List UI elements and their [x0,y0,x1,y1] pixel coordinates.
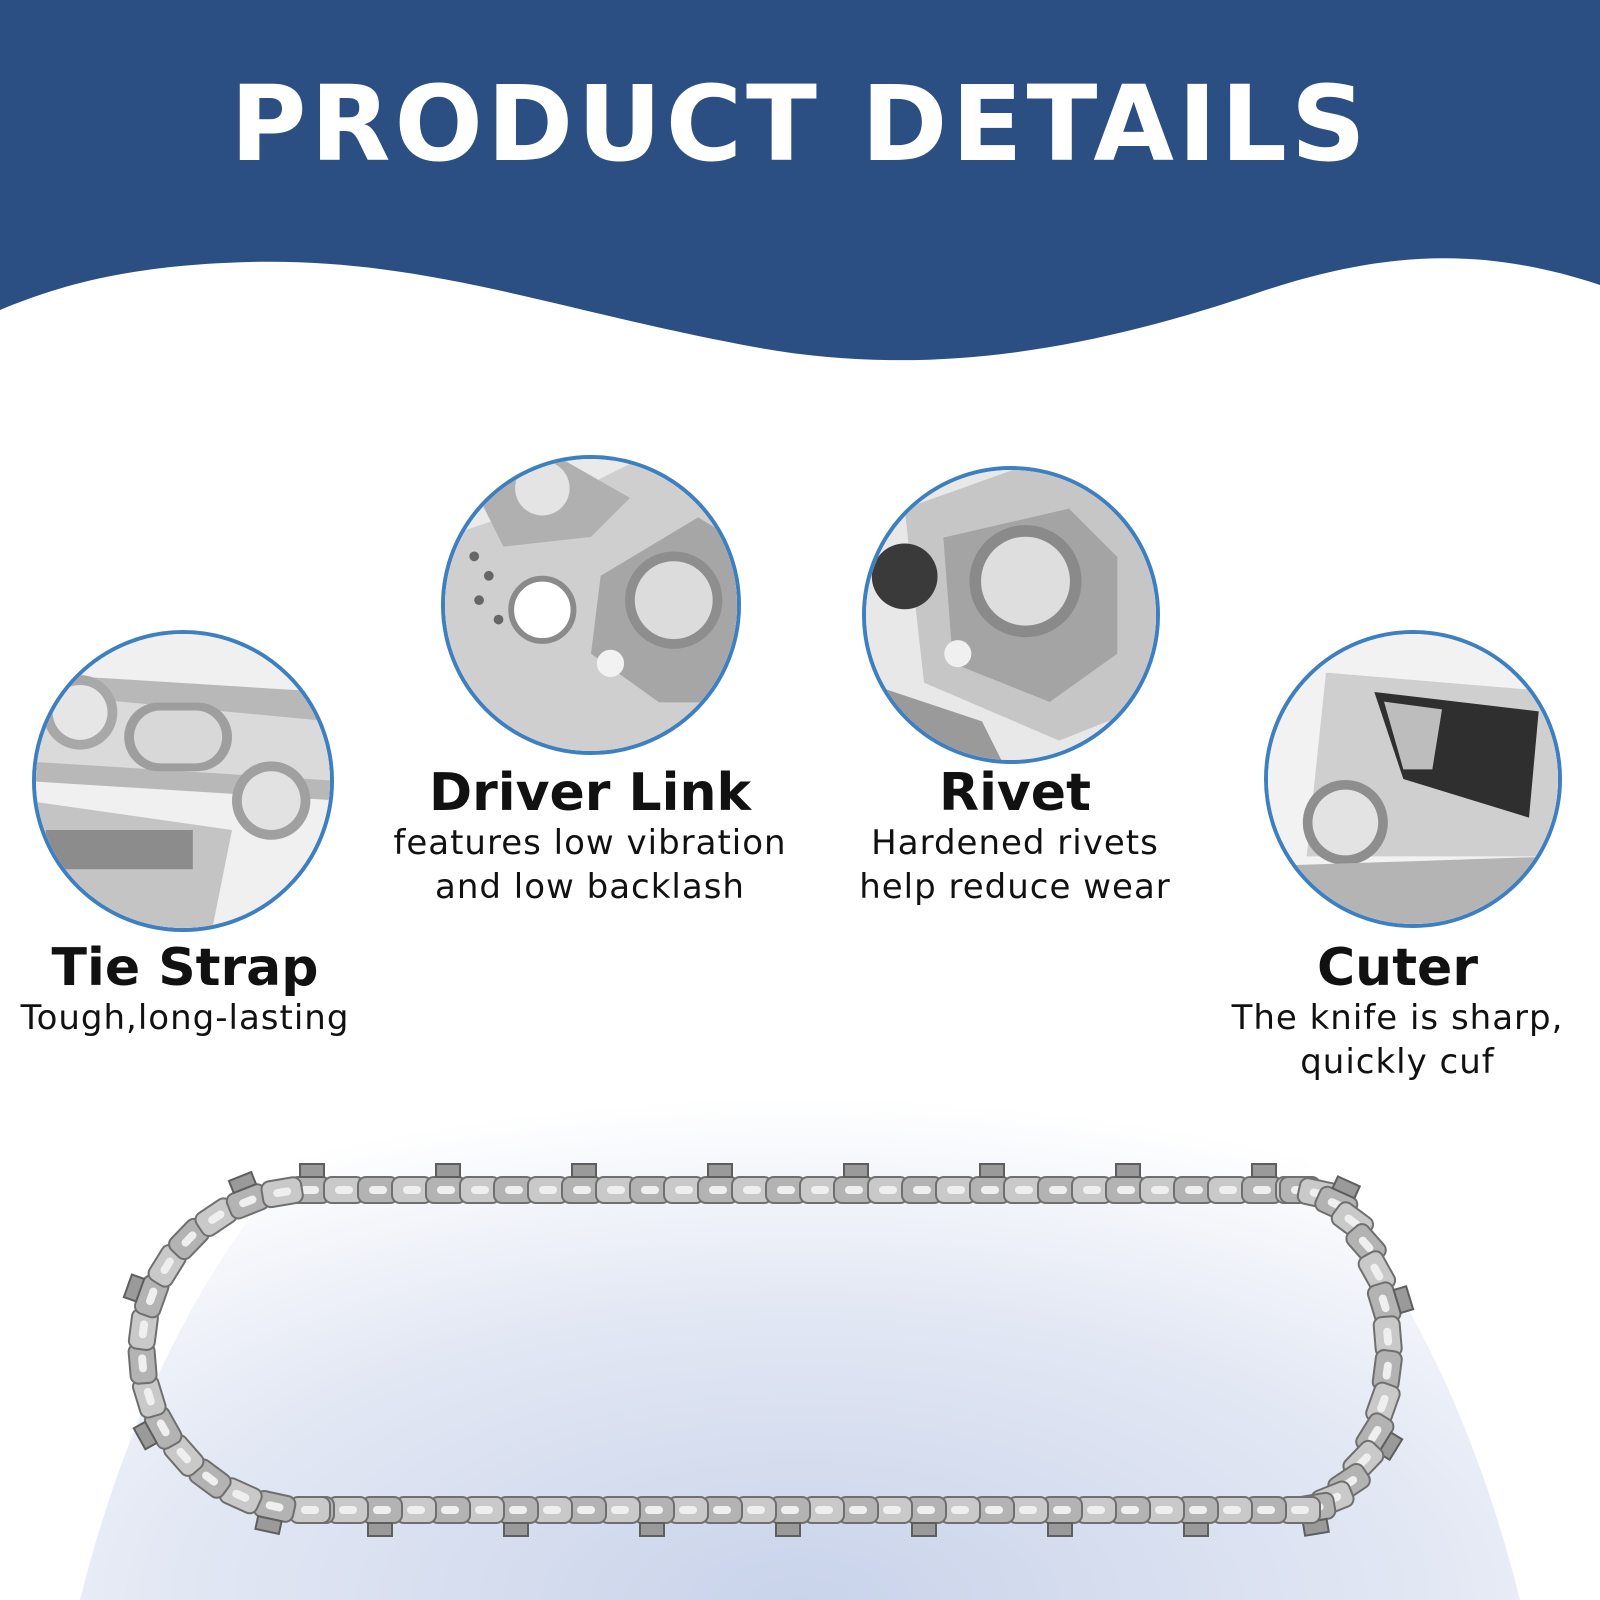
chain-link [837,1496,879,1524]
chain-link [935,1176,977,1204]
feature-description: help reduce wear [859,866,1171,907]
chain-link [663,1176,705,1204]
header-banner [0,0,1600,361]
page-title: PRODUCT DETAILS [230,63,1370,185]
chain-link [1372,1315,1403,1359]
chain-link [871,1496,913,1524]
chain-link [561,1163,603,1204]
chain-link [127,1307,159,1351]
chain-link [289,1496,331,1524]
chain-link [493,1176,535,1204]
chain-link [565,1496,607,1524]
tie-strap-closeup-image [32,630,334,932]
feature-description: features low vibration [393,823,787,864]
cutter-closeup-image [1264,630,1562,928]
chain-link [799,1176,841,1204]
feature-description: quickly cuf [1300,1041,1495,1082]
chain-link [361,1496,403,1537]
chain-link [1279,1496,1321,1524]
chain-link [697,1163,739,1204]
feature-driver-link: Driver Link features low vibration and l… [360,763,820,909]
feature-description: The knife is sharp, [1231,998,1564,1039]
chain-link [599,1496,641,1524]
chain-link [260,1176,304,1209]
chain-link [765,1176,807,1204]
feature-title: Driver Link [428,763,752,823]
chain-link [939,1496,981,1524]
chain-link [867,1176,909,1204]
feature-cutter: Cuter The knife is sharp, quickly cuf [1200,938,1595,1084]
chain-link [973,1496,1015,1524]
feature-description: Tough,long-lasting [20,998,350,1039]
chain-link [735,1496,777,1524]
chain-link [252,1489,297,1536]
chain-link [132,1405,183,1451]
chain-link [531,1496,573,1524]
feature-tie-strap: Tie Strap Tough,long-lasting [0,938,370,1041]
chain-link [463,1496,505,1524]
chain-link [969,1163,1011,1204]
chain-link [459,1176,501,1204]
chain-link [667,1496,709,1524]
chain-link [833,1163,875,1204]
feature-title: Rivet [939,763,1091,823]
feature-title: Cuter [1317,938,1478,998]
chain-link [1105,1163,1147,1204]
feature-description: Hardened rivets [871,823,1159,864]
chain-link [218,1477,263,1515]
background-glow [80,930,1520,1600]
feature-description: and low backlash [435,866,745,907]
chain-link [122,1273,170,1319]
chain-link [1041,1496,1083,1537]
chain-link [1241,1163,1283,1204]
rivet-closeup-image [862,466,1160,764]
chain-link [1366,1281,1415,1326]
feature-rivet: Rivet Hardened rivets help reduce wear [820,763,1210,909]
chain-link [497,1496,539,1537]
chain-link [1177,1496,1219,1537]
chain-link [127,1341,158,1385]
feature-title: Tie Strap [51,938,319,998]
chain-link [1245,1496,1287,1524]
chain-link [527,1176,569,1204]
saw-chain-loop-image [122,1163,1415,1537]
driver-link-closeup-image [441,455,741,755]
